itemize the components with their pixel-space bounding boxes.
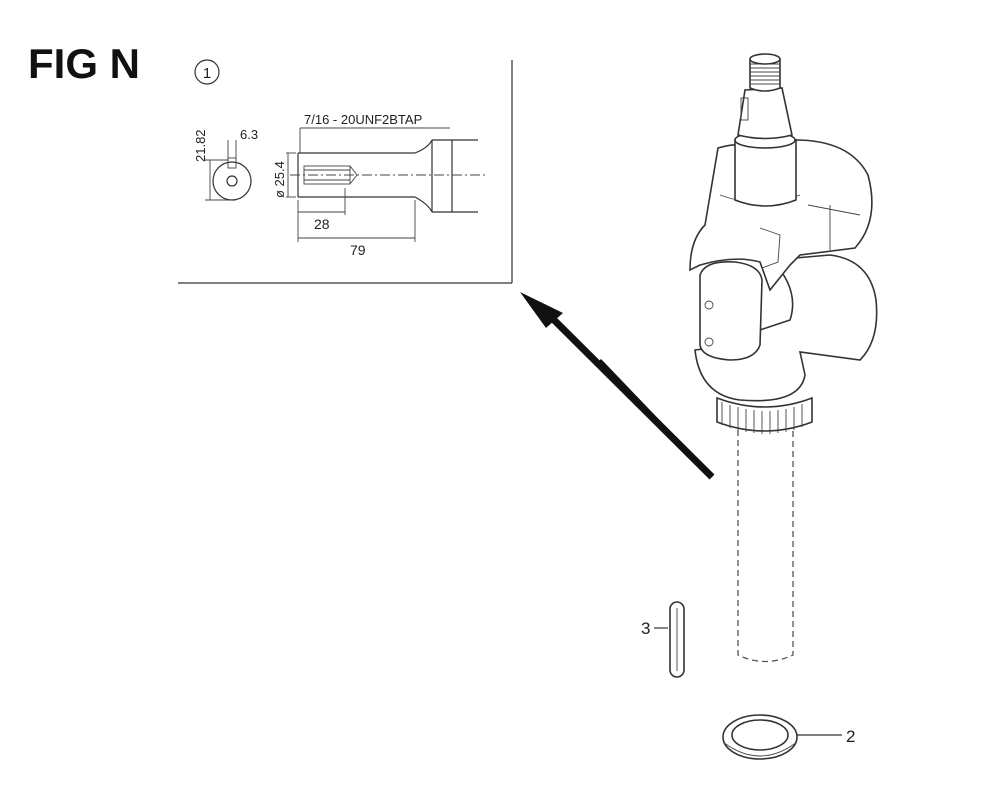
counterweight-lower <box>694 254 878 402</box>
dim-key-height: 21.82 <box>193 129 208 162</box>
dim-thread-spec: 7/16 - 20UNF2BTAP <box>304 112 422 127</box>
part-key <box>654 601 685 678</box>
part-seal <box>722 714 842 760</box>
dim-length: 79 <box>350 242 366 258</box>
crank-gear <box>716 396 813 434</box>
crank-pin <box>699 260 763 361</box>
dim-diameter: ø 25.4 <box>272 161 287 198</box>
main-journal <box>734 138 797 207</box>
dim-key-width: 6.3 <box>240 127 258 142</box>
part-number-3: 3 <box>641 619 650 638</box>
callout-number: 1 <box>203 65 211 82</box>
figure-title: FIG N <box>28 40 140 87</box>
shaft-side-view <box>286 127 485 242</box>
crankshaft <box>689 53 878 663</box>
detail-leader-arrow <box>520 292 715 480</box>
shaft-taper <box>737 87 793 140</box>
dim-tap-depth: 28 <box>314 216 330 232</box>
shaft-end-view <box>205 140 252 201</box>
part-number-2: 2 <box>846 727 855 746</box>
detail-inset: 1 21.82 6.3 <box>178 59 513 284</box>
callout-circle <box>194 59 220 85</box>
